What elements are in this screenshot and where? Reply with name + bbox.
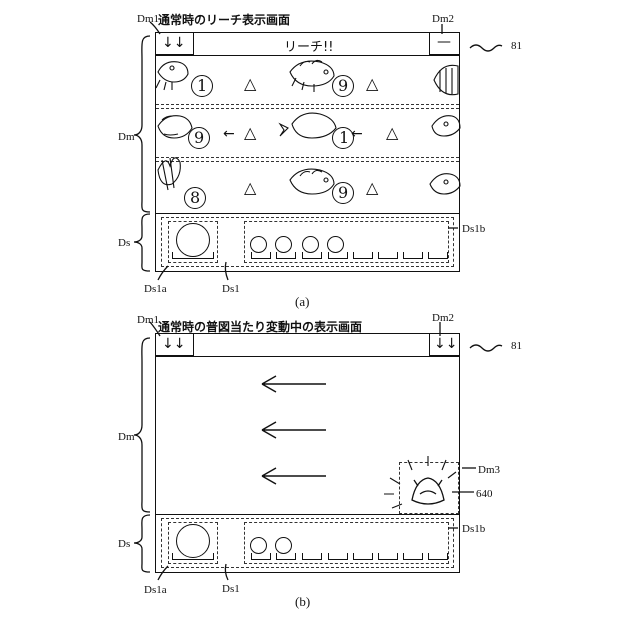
leader-ds1a-a: [158, 266, 168, 280]
leader-ds1-b: [225, 564, 228, 580]
brace-ds-b: [134, 515, 150, 572]
brace-ds-a: [134, 214, 150, 271]
left-arrow-icon: [262, 422, 326, 438]
leader-81-b: [470, 345, 502, 351]
brace-dm-b: [134, 338, 150, 512]
fish-character-icon: [430, 174, 460, 194]
fish-character-icon: [434, 65, 458, 94]
left-arrow-icon: [262, 376, 326, 392]
leader-ds1a-b: [158, 566, 168, 580]
fish-character-icon: [280, 113, 336, 138]
fish-character-icon: [156, 62, 188, 90]
leader-dm1-a: [150, 22, 160, 34]
mascot-character-icon: [412, 478, 444, 504]
fish-character-icon: [432, 116, 460, 136]
fish-character-icon: [290, 169, 334, 194]
leader-81-a: [470, 45, 502, 51]
brace-dm-a: [134, 36, 150, 212]
fish-character-icon: [158, 158, 180, 190]
leader-ds1-a: [225, 262, 228, 280]
left-arrow-icon: [262, 468, 326, 484]
fish-character-icon: [158, 116, 192, 138]
leader-dm1-b: [150, 322, 160, 336]
fish-character-icon: [290, 60, 334, 92]
